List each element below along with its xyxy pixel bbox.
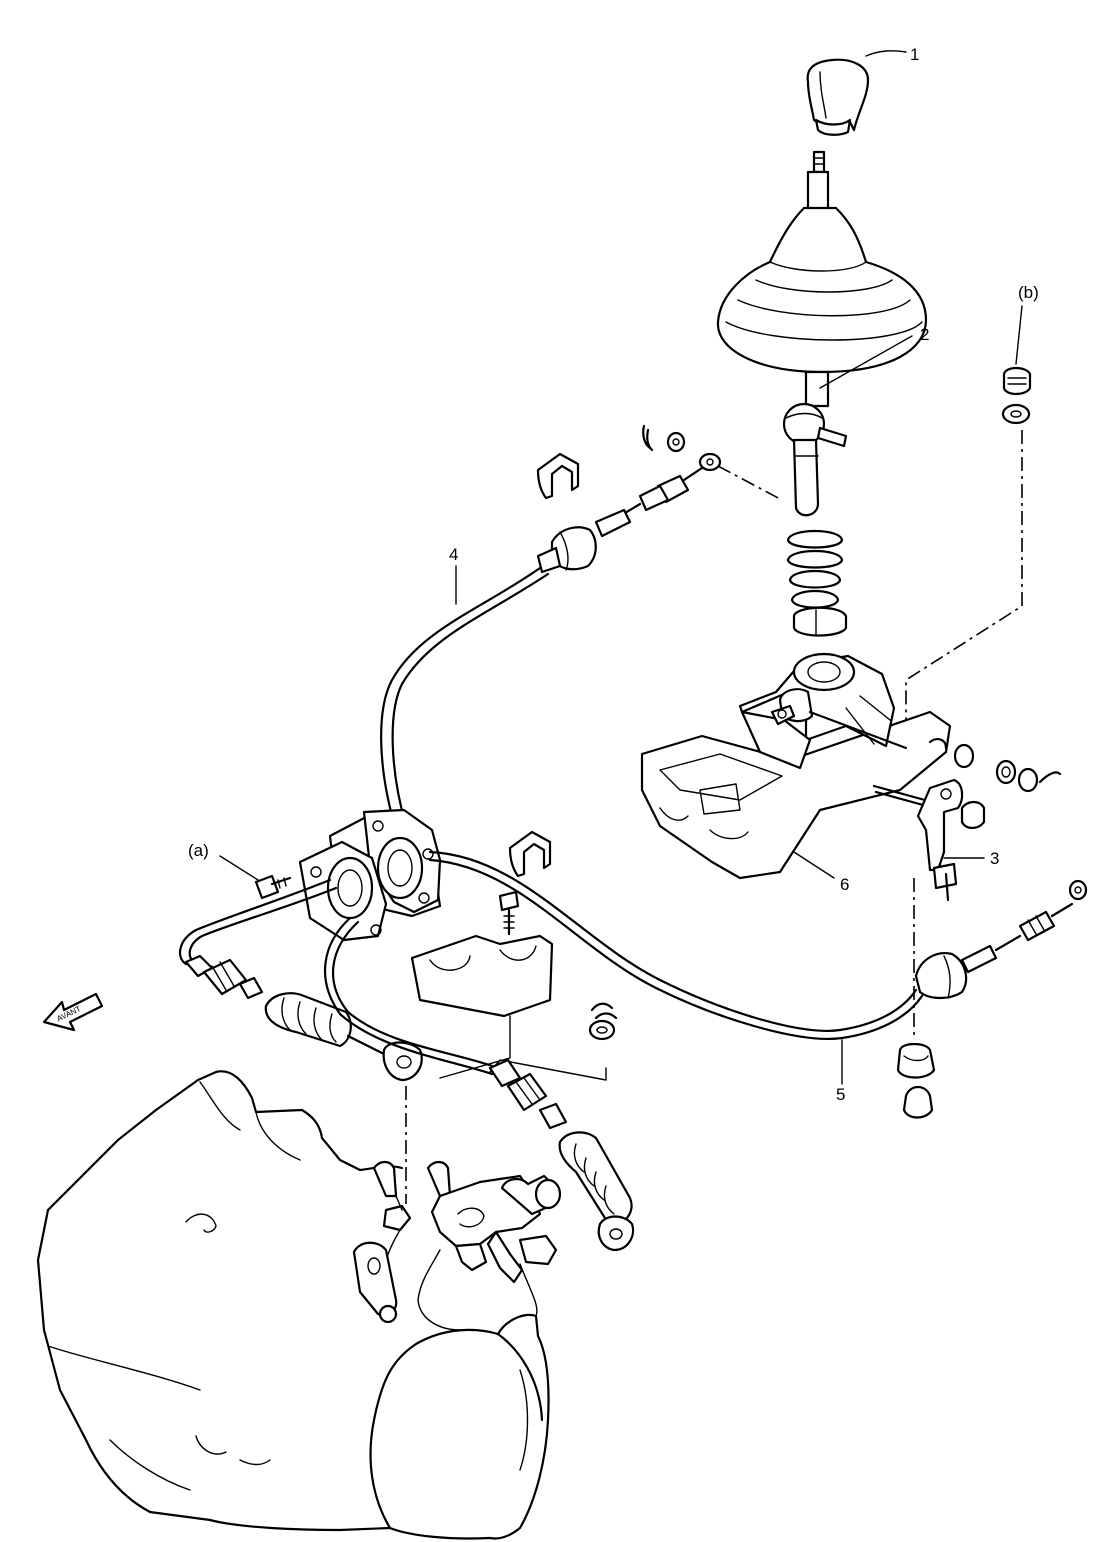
callout-b: (b) [1018,283,1039,302]
leader-6 [793,851,835,879]
nut-b [1001,305,1032,425]
cotter-clip [642,424,686,453]
cable-retainer-clip-upper [536,452,580,500]
callout-2: 2 [920,325,929,344]
front-direction-arrow: AVANT [42,992,104,1032]
select-lever-3 [872,778,986,902]
select-cable-4 [380,452,783,856]
leader-2 [819,335,913,389]
leader-1 [865,50,907,57]
shift-lever-boot [716,150,928,637]
cable-retainer-clip-middle [508,830,552,878]
callout-1: 1 [910,45,919,64]
cable-ends-transmission [178,878,635,1252]
shifter-base-6 [640,652,1062,880]
callout-a: (a) [188,841,209,860]
shift-cable-5 [428,850,1088,1040]
gear-knob [806,58,870,136]
callout-6: 6 [840,875,849,894]
cable-mounting-plate [298,808,442,942]
callout-5: 5 [836,1085,845,1104]
transmission-housing [36,1070,562,1540]
bolt-a [219,855,292,900]
callout-4: 4 [449,545,458,564]
bushing [896,1042,936,1119]
washer-clip [588,1002,618,1041]
cable-bracket [410,890,554,1018]
callout-3: 3 [990,849,999,868]
